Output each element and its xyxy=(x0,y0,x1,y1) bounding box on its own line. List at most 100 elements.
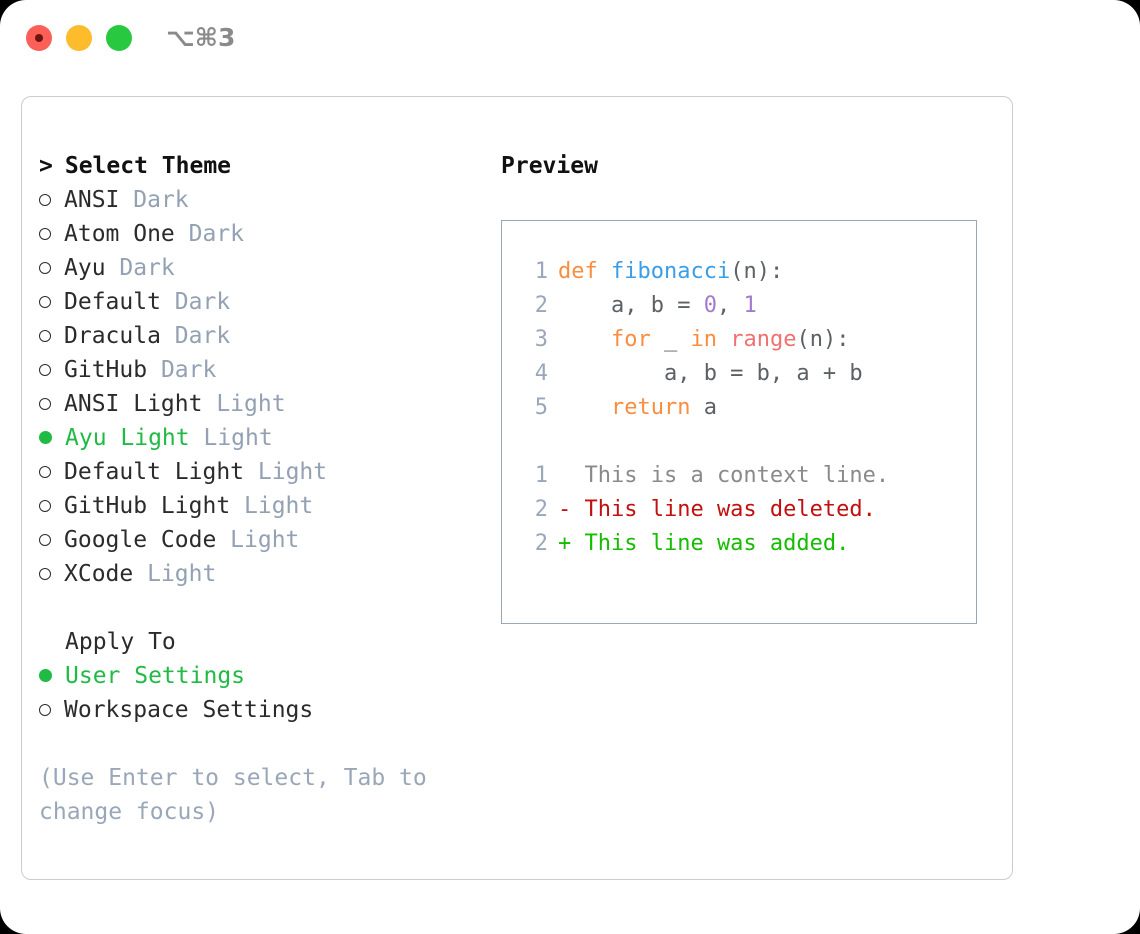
code-token: a xyxy=(690,395,717,420)
theme-variant-tag: Light xyxy=(216,391,286,417)
line-number: 2 xyxy=(534,531,548,556)
radio-unselected-icon[interactable] xyxy=(39,534,51,546)
code-token: for xyxy=(610,327,651,352)
theme-variant-tag: Dark xyxy=(160,357,217,383)
theme-variant-tag: Light xyxy=(244,493,314,519)
theme-name-label: ANSI xyxy=(64,187,134,213)
theme-list-item[interactable]: XCode Light xyxy=(39,557,499,591)
theme-variant-tag: Light xyxy=(257,459,328,485)
theme-list-item[interactable]: ANSI Light Light xyxy=(39,387,499,421)
radio-unselected-icon[interactable] xyxy=(39,466,51,478)
theme-name-label: Default xyxy=(64,289,175,315)
code-line: 5 return a xyxy=(502,391,976,425)
radio-unselected-icon[interactable] xyxy=(39,500,51,512)
keyboard-hint-text: (Use Enter to select, Tab to change focu… xyxy=(39,765,441,825)
theme-name-label: Google Code xyxy=(64,527,231,553)
theme-list-item[interactable]: GitHub Light Light xyxy=(39,489,499,523)
code-token: (n): xyxy=(796,327,850,352)
theme-list-item[interactable]: Dracula Dark xyxy=(39,319,499,353)
theme-variant-tag: Light xyxy=(147,561,217,587)
apply-to-title: Apply To xyxy=(65,629,176,655)
theme-name-label: XCode xyxy=(64,561,148,587)
zoom-button[interactable] xyxy=(106,25,132,51)
theme-list-item[interactable]: ANSI Dark xyxy=(39,183,499,217)
theme-list-item[interactable]: Ayu Dark xyxy=(39,251,499,285)
diff-line: 2 + This line was added. xyxy=(502,527,976,561)
code-token: (n): xyxy=(730,259,784,284)
theme-variant-tag: Light xyxy=(230,527,300,553)
close-button[interactable] xyxy=(26,25,52,51)
code-token: This is a context line. xyxy=(558,463,890,488)
theme-name-label: Default Light xyxy=(64,459,258,485)
code-token xyxy=(558,395,611,420)
apply-to-item[interactable]: User Settings xyxy=(39,659,499,693)
theme-list-item[interactable]: GitHub Dark xyxy=(39,353,499,387)
code-line: 3 for _ in range(n): xyxy=(502,323,976,357)
radio-unselected-icon[interactable] xyxy=(39,330,51,342)
radio-unselected-icon[interactable] xyxy=(39,364,51,376)
code-token: a, b = b, a + b xyxy=(558,361,863,386)
code-token: 1 xyxy=(743,293,757,318)
code-token: + This line was added. xyxy=(558,531,850,556)
theme-list-title: Select Theme xyxy=(64,153,232,179)
preview-title: Preview xyxy=(501,153,598,179)
radio-unselected-icon[interactable] xyxy=(39,228,51,240)
code-token: 0 xyxy=(703,293,717,318)
theme-name-label: GitHub Light xyxy=(64,493,245,519)
prompt-chevron-icon: > xyxy=(39,153,53,179)
theme-name-label: GitHub xyxy=(64,357,161,383)
code-token: a, b = xyxy=(558,293,704,318)
radio-unselected-icon[interactable] xyxy=(39,568,51,580)
radio-unselected-icon[interactable] xyxy=(39,704,51,716)
theme-list-item[interactable]: Ayu Light Light xyxy=(39,421,499,455)
apply-to-item[interactable]: Workspace Settings xyxy=(39,693,499,727)
code-token: fibonacci xyxy=(610,259,731,284)
radio-unselected-icon[interactable] xyxy=(39,296,51,308)
code-token xyxy=(717,327,730,352)
theme-list-header: > Select Theme xyxy=(39,149,499,183)
section-spacer xyxy=(39,591,499,625)
radio-selected-icon[interactable] xyxy=(39,669,52,682)
window-controls xyxy=(26,25,132,51)
apply-to-label: User Settings xyxy=(65,663,246,689)
code-line: 1 def fibonacci(n): xyxy=(502,255,976,289)
line-number: 1 xyxy=(534,259,548,284)
radio-selected-icon[interactable] xyxy=(39,431,52,444)
code-diff-separator xyxy=(502,425,976,459)
theme-name-label: Dracula xyxy=(64,323,175,349)
diff-sample: 1 This is a context line.2- This line wa… xyxy=(502,459,976,561)
code-token: , xyxy=(716,293,744,318)
theme-list-item[interactable]: Default Dark xyxy=(39,285,499,319)
code-line: 2 a, b = 0, 1 xyxy=(502,289,976,323)
radio-unselected-icon[interactable] xyxy=(39,398,51,410)
theme-variant-tag: Dark xyxy=(119,255,175,281)
theme-variant-tag: Dark xyxy=(133,187,189,213)
theme-list-item[interactable]: Atom One Dark xyxy=(39,217,499,251)
code-token: - This line was deleted. xyxy=(558,497,876,522)
theme-list-item[interactable]: Default Light Light xyxy=(39,455,499,489)
code-token: _ xyxy=(650,327,691,352)
code-token: def xyxy=(558,259,611,284)
theme-variant-tag: Dark xyxy=(174,323,231,349)
title-bar: ⌥⌘3 xyxy=(0,0,1140,78)
radio-unselected-icon[interactable] xyxy=(39,194,51,206)
line-number: 3 xyxy=(534,327,548,352)
code-token xyxy=(558,327,611,352)
apply-to-label: Workspace Settings xyxy=(64,697,314,723)
line-number: 5 xyxy=(534,395,548,420)
diff-line: 1 This is a context line. xyxy=(502,459,976,493)
radio-unselected-icon[interactable] xyxy=(39,262,51,274)
theme-name-label: Ayu Light xyxy=(65,425,204,451)
apply-to-header: Apply To xyxy=(39,625,499,659)
theme-list-item[interactable]: Google Code Light xyxy=(39,523,499,557)
minimize-button[interactable] xyxy=(66,25,92,51)
code-line: 4 a, b = b, a + b xyxy=(502,357,976,391)
diff-line: 2- This line was deleted. xyxy=(502,493,976,527)
